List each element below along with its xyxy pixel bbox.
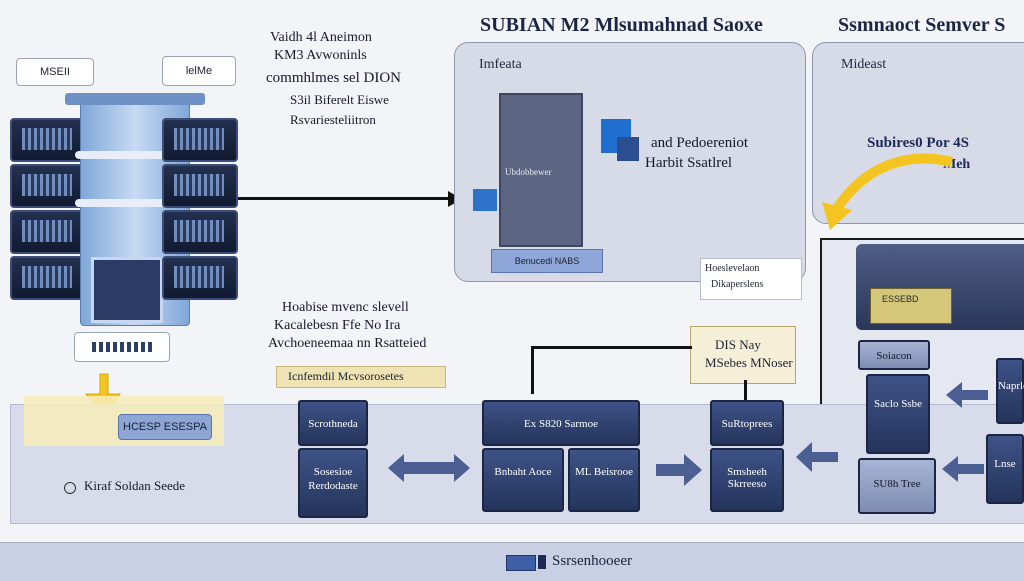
right-callout-1: Subires0 Por 4S (867, 135, 969, 151)
node-5: ML Beisrooe (568, 448, 640, 512)
middle-base: Benucedi NABS (491, 249, 603, 273)
node-3-title: Ex S820 Sarmoe (524, 418, 598, 430)
screen-label: Ubdobbewer (505, 167, 552, 177)
middle-side-text-2: Harbit Ssatlrel (645, 155, 733, 171)
double-arrow-icon-1 (388, 454, 470, 482)
strip-label: Icnfemdil Mcvsorosetes (288, 369, 404, 383)
left-arrow-icon-3 (942, 456, 984, 482)
server-rack-right-1 (162, 118, 238, 162)
footer-text: Ssrsenhooeer (552, 553, 632, 569)
right-title: Ssmnaoct Semver S (838, 14, 1006, 36)
middle-panel-title: Imfeata (479, 57, 522, 72)
node-10: SU8h Tree (858, 458, 936, 514)
server-rack-right-2 (162, 164, 238, 208)
left-arrow-icon-2 (946, 382, 988, 408)
node-4: Bnbaht Aoce (482, 448, 564, 512)
server-rack-right-4 (162, 256, 238, 300)
server-tag-left: MSEII (16, 58, 94, 86)
tower-ring-2 (75, 199, 195, 207)
drive-tag (74, 332, 170, 362)
server-rack-left-2 (10, 164, 86, 208)
node-12-title: Lnse (994, 458, 1016, 470)
right-panel-title: Mideast (841, 57, 887, 72)
tower-monitor (91, 257, 163, 323)
device-label-2: Dikaperslens (711, 279, 764, 290)
node-4-title: Bnbaht Aoce (494, 466, 552, 478)
note-line-2: MSebes MNoser (705, 355, 793, 370)
device-label-box: Hoeslevelaon Dikaperslens (700, 258, 802, 300)
mid-note-2: Kacalebesn Ffe No Ira (274, 318, 401, 333)
tower-ring-1 (75, 151, 195, 159)
node-1: Scrothneda (298, 400, 368, 446)
node-11-title: Naprle (998, 380, 1024, 392)
caption-line-4: S3il Biferelt Eiswe (290, 92, 389, 107)
bottom-left-label: Kiraf Soldan Seede (84, 478, 186, 493)
caption-line-2: KM3 Avwoninls (274, 48, 367, 63)
node-7: Smsheeh Skrreeso (710, 448, 784, 512)
node-8: Soiacon (858, 340, 930, 370)
center-title: SUBIAN M2 Mlsumahnad Saoxe (480, 14, 763, 36)
note-line-1: DIS Nay (715, 337, 761, 352)
node-9-title: Saclo Ssbe (874, 398, 922, 410)
node-5-title: ML Beisrooe (575, 466, 633, 478)
drive-icon (92, 342, 152, 352)
strip-label-bg (276, 366, 446, 388)
footer-logo-mark (538, 555, 546, 569)
server-rack-left-3 (10, 210, 86, 254)
server-rack-left-1 (10, 118, 86, 162)
footer-logo-icon (506, 555, 536, 571)
node-2: Sosesioe Rerdodaste (298, 448, 368, 518)
server-rack-right-3 (162, 210, 238, 254)
caption-line-3: commhlmes sel DION (266, 70, 401, 86)
yellow-curved-arrow-icon (822, 153, 954, 230)
connector-vertical-left (531, 346, 534, 394)
node-2-title: Sosesioe (313, 466, 353, 478)
node-2-sub: Rerdodaste (308, 480, 358, 492)
node-3: Ex S820 Sarmoe (482, 400, 640, 446)
left-arrow-icon-1 (796, 442, 838, 472)
right-arrow-icon-1 (656, 454, 702, 486)
server-rack-left-4 (10, 256, 86, 300)
footer-bar: Ssrsenhooeer (0, 542, 1024, 581)
middle-screen: Ubdobbewer (499, 93, 583, 247)
device-label-1: Hoeslevelaon (705, 263, 760, 274)
note-box: DIS Nay MSebes MNoser (690, 326, 796, 384)
caption-line-1: Vaidh 4l Aneimon (270, 30, 372, 45)
middle-panel: Imfeata Ubdobbewer Benucedi NABS and Ped… (454, 42, 806, 282)
link-arrow-servers-to-panel (238, 197, 450, 200)
node-12: Lnse (986, 434, 1024, 504)
right-panel: Mideast Subires0 Por 4S Meh (812, 42, 1024, 224)
tower-top-cap (65, 93, 205, 105)
connector-horizontal (532, 346, 692, 349)
node-6: SuRtoprees (710, 400, 784, 446)
mid-note-1: Hoabise mvenc slevell (282, 300, 409, 315)
node-6-title: SuRtoprees (721, 418, 773, 430)
yellow-tag: HCESP ESESPA (118, 414, 212, 440)
middle-side-text-1: and Pedoereniot (651, 135, 749, 151)
node-7-title: Smsheeh (727, 466, 767, 478)
node-7-sub: Skrreeso (727, 478, 767, 490)
blue-cube-icon (473, 189, 497, 211)
device-small-label: ESSEBD (882, 294, 919, 304)
node-10-title: SU8h Tree (873, 478, 921, 490)
info-icon (64, 482, 76, 494)
node-1-title: Scrothneda (308, 418, 358, 430)
mid-note-3: Avchoeneemaa nn Rsatteied (268, 336, 427, 351)
device-inner-light (870, 288, 952, 324)
node-9: Saclo Ssbe (866, 374, 930, 454)
node-8-title: Soiacon (876, 350, 912, 362)
blue-square-shadow (617, 137, 639, 161)
connector-vertical-right (744, 380, 747, 402)
server-tag-right: lelMe (162, 56, 236, 86)
middle-base-label: Benucedi NABS (514, 256, 580, 266)
node-11: Naprle (996, 358, 1024, 424)
caption-line-5: Rsvariesteliitron (290, 112, 376, 127)
